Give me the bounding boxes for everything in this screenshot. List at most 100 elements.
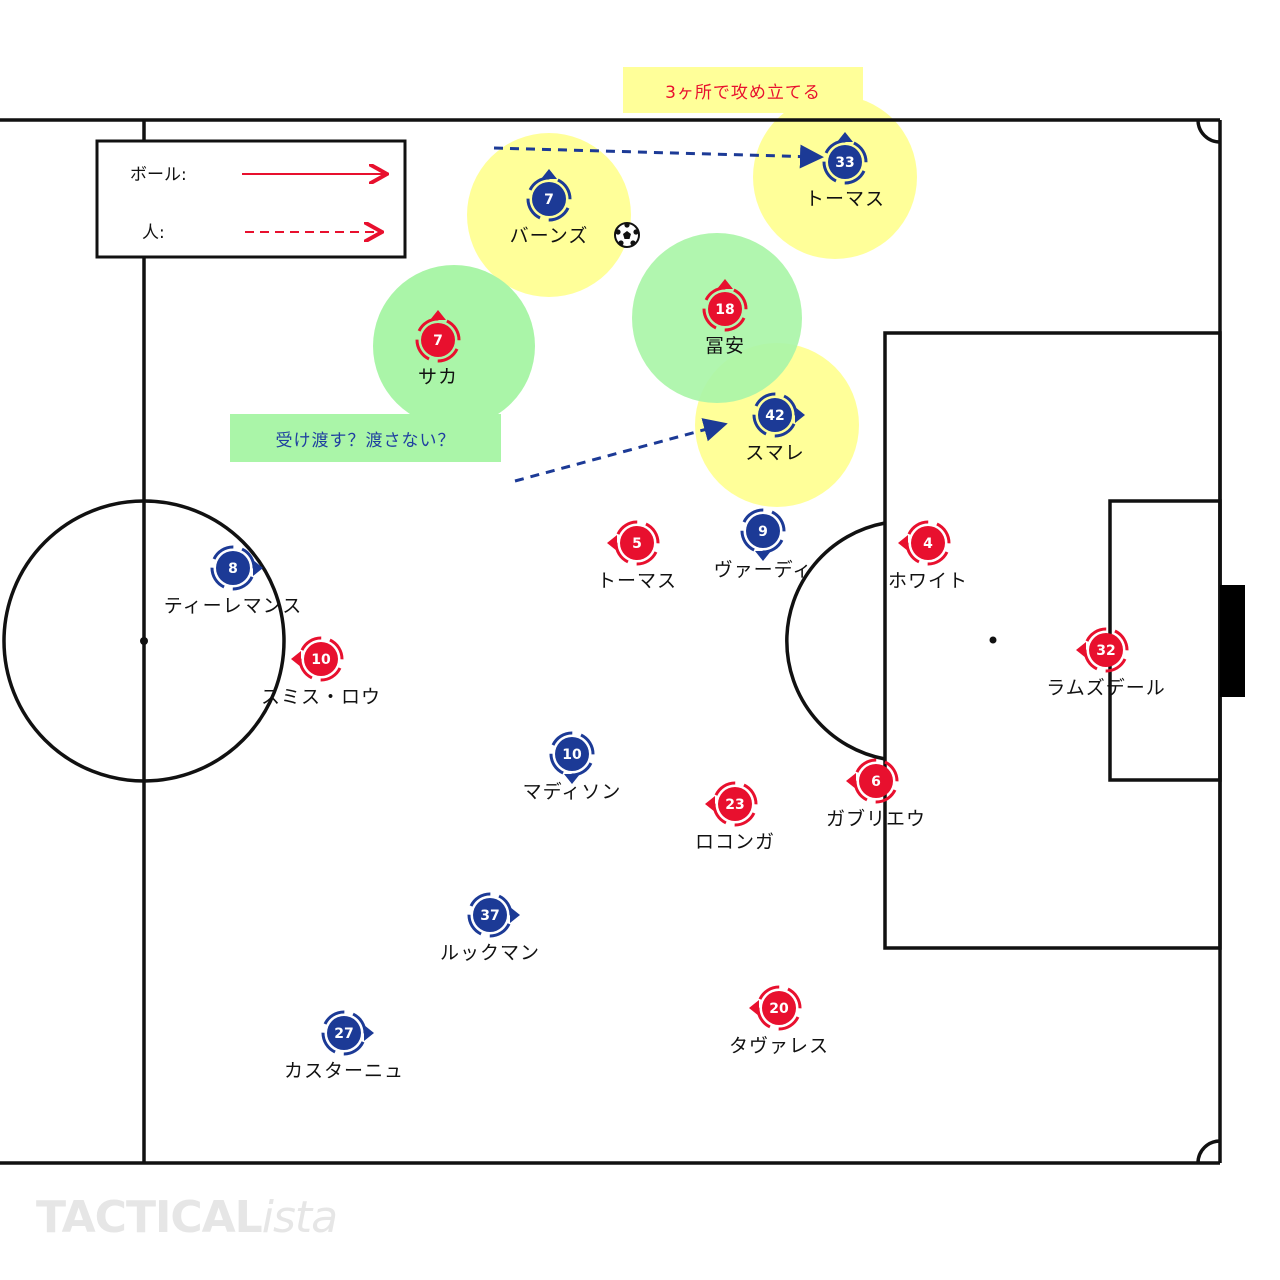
player-ring [702, 286, 748, 332]
player-name: バーンズ [510, 225, 589, 247]
player-ring [712, 781, 758, 827]
player-number: 8 [228, 561, 238, 577]
penalty-spot [989, 636, 997, 644]
player-blue-37: 37 ルックマン [440, 892, 540, 964]
player-number: 7 [433, 333, 443, 349]
goal-area [1108, 499, 1222, 782]
player-ring [467, 892, 513, 938]
direction-indicator [755, 551, 771, 561]
player-number: 32 [1096, 643, 1115, 659]
player-number: 10 [311, 652, 331, 668]
player-token [216, 551, 250, 585]
player-number: 10 [562, 747, 582, 763]
direction-indicator [749, 1000, 759, 1016]
player-name: 冨安 [705, 335, 745, 357]
center-spot [140, 637, 148, 645]
player-ring [822, 139, 868, 185]
player-number: 33 [835, 155, 854, 171]
player-token [762, 991, 796, 1025]
brand-logo: TACTICALista [36, 1192, 338, 1243]
player-name: タヴァレス [729, 1035, 829, 1057]
player-name: ルックマン [440, 942, 540, 964]
direction-indicator [898, 535, 908, 551]
brand-suffix: ista [261, 1192, 338, 1243]
player-blue-10: 10 マディソン [523, 731, 622, 803]
player-token [746, 514, 780, 548]
player-name: ヴァーディ [714, 559, 813, 581]
player-name: マディソン [523, 781, 622, 803]
player-ring [298, 636, 344, 682]
direction-indicator [607, 535, 617, 551]
players: 7バーンズ33トーマス42スマレ7サカ18冨安5トーマス9ヴァーディ4ホワイト8… [164, 132, 1165, 1082]
player-blue-27: 27 カスターニュ [284, 1010, 404, 1082]
direction-indicator [837, 132, 853, 142]
center-circle [2, 499, 286, 783]
player-token [859, 764, 893, 798]
player-ring [526, 176, 572, 222]
penalty-area [883, 331, 1222, 950]
highlight-zones [373, 95, 917, 507]
player-red-20: 20 タヴァレス [729, 985, 829, 1057]
direction-indicator [430, 310, 446, 320]
note-handover: 受け渡す？渡さない？ [230, 414, 501, 462]
player-ring [321, 1010, 367, 1056]
note-attack: 3ヶ所で攻め立てる [623, 67, 863, 113]
corner-arc-top [1196, 119, 1221, 144]
player-ring [549, 731, 595, 777]
direction-indicator [564, 774, 580, 784]
player-token [828, 145, 862, 179]
player-name: カスターニュ [284, 1060, 404, 1082]
player-token [708, 292, 742, 326]
direction-indicator [717, 279, 733, 289]
ball-icon [614, 222, 640, 248]
player-ring [614, 520, 660, 566]
player-ring [1083, 627, 1129, 673]
player-number: 27 [334, 1026, 353, 1042]
player-token [327, 1016, 361, 1050]
penalty-arc [785, 521, 886, 761]
player-name: スマレ [745, 442, 804, 464]
direction-indicator [541, 169, 557, 179]
goal [1220, 585, 1245, 697]
player-name: ラムズデール [1046, 677, 1165, 699]
player-ring [756, 985, 802, 1031]
player-red-32: 32 ラムズデール [1046, 627, 1165, 699]
direction-indicator [291, 651, 301, 667]
zone-saka [373, 265, 535, 427]
player-token [620, 526, 654, 560]
player-token [532, 182, 566, 216]
player-name: ホワイト [888, 570, 968, 592]
direction-indicator [1076, 642, 1086, 658]
player-number: 42 [765, 408, 784, 424]
player-number: 18 [715, 302, 734, 318]
player-token [473, 898, 507, 932]
player-token [555, 737, 589, 771]
player-name: トーマス [597, 570, 677, 592]
player-ring [853, 758, 899, 804]
player-name: サカ [418, 366, 458, 388]
player-token [1089, 633, 1123, 667]
direction-indicator [253, 560, 263, 576]
player-number: 6 [871, 774, 881, 790]
player-number: 7 [544, 192, 554, 208]
player-number: 9 [758, 524, 768, 540]
direction-indicator [705, 796, 715, 812]
corner-arc-bottom [1196, 1139, 1221, 1164]
direction-indicator [510, 907, 520, 923]
pitch-lines [0, 118, 1222, 1165]
player-token [718, 787, 752, 821]
player-number: 37 [480, 908, 499, 924]
player-red-10: 10 スミス・ロウ [261, 636, 381, 708]
player-token [421, 323, 455, 357]
player-number: 20 [769, 1001, 789, 1017]
player-name: スミス・ロウ [261, 686, 381, 708]
legend-person-label: 人: [142, 223, 165, 243]
player-name: トーマス [805, 188, 885, 210]
player-token [304, 642, 338, 676]
player-ring [740, 508, 786, 554]
player-number: 23 [725, 797, 744, 813]
player-blue-33: 33 トーマス [805, 132, 885, 210]
